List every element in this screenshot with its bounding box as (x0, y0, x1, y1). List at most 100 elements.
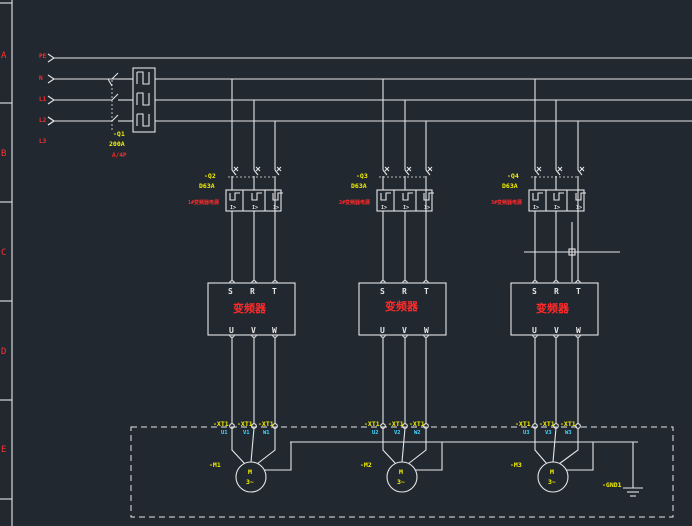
motor-phase: 3~ (397, 478, 405, 486)
terminal-block (575, 423, 581, 429)
trip-glyph (532, 192, 543, 201)
breaker-tag-q4: -Q4 (507, 172, 519, 180)
grid-row-c: C (1, 248, 6, 258)
breaker-note-q2: 1#变频器电源 (188, 199, 219, 206)
supply-arrow (47, 116, 55, 126)
breaker-rating-q3: D63A (351, 182, 367, 190)
vfd-input-t: T (576, 287, 581, 296)
breaker-contact (382, 169, 388, 176)
ground-tag: -GND1 (602, 481, 622, 489)
breaker-contact (534, 169, 540, 176)
motor-lead-u (534, 428, 548, 465)
trip-symbol: I> (554, 205, 560, 211)
motor-tag: -M3 (510, 461, 522, 469)
grid-rows: A B C D E (0, 2, 12, 500)
breaker-x (406, 166, 412, 172)
motor-symbol (235, 461, 267, 493)
breaker-contact (425, 169, 431, 176)
breaker-x (255, 166, 261, 172)
vfd-output-w: W (576, 326, 581, 335)
q1-trip-glyph (136, 71, 150, 85)
motor-lead-w (407, 428, 427, 465)
trip-symbol: I> (273, 205, 279, 211)
terminal-tag: -XT1 (237, 420, 253, 428)
vfd-2: S R T 变频器 U V W (358, 282, 447, 336)
q1-trip-glyph (136, 113, 150, 127)
trip-glyph (229, 192, 240, 201)
vfd-box (358, 282, 447, 336)
branch-breaker-labels: -Q2 D63A 1#变频器电源 -Q3 D63A 2#变频器电源 -Q4 D6… (188, 172, 522, 206)
vfd-input-s: S (380, 287, 385, 296)
motor-phase: 3~ (548, 478, 556, 486)
motor-2: -M2 M 3~ (360, 461, 418, 493)
motor-1: -M1 M 3~ (209, 461, 267, 493)
motor-lead-v (552, 427, 557, 463)
field-enclosure (130, 426, 674, 518)
grid-row-d: D (1, 347, 6, 357)
motor-lead-w (558, 428, 579, 465)
breaker-x (536, 166, 542, 172)
vfd-output-v: V (251, 326, 256, 335)
supply-label-l1: L1 (39, 96, 47, 103)
breaker-x (557, 166, 563, 172)
vfd-1: S R T 变频器 U V W (207, 282, 296, 336)
supply-labels: PE N L1 L2 L3 (39, 53, 47, 145)
motor-pe (414, 441, 486, 471)
vfd-label: 变频器 (536, 301, 570, 315)
terminal-tag: -XT1 (213, 420, 229, 428)
breaker-contact (253, 169, 259, 176)
vfd-box (510, 282, 599, 336)
breaker-x (233, 166, 239, 172)
terminal-num: W3 (565, 430, 572, 436)
motor-letter: M (399, 468, 403, 476)
supply-label-l3: L3 (39, 138, 47, 145)
motor-pe (565, 441, 638, 471)
vfd-input-r: R (554, 287, 559, 296)
main-breaker-note: A/4P (112, 152, 127, 159)
trip-glyph (575, 192, 586, 201)
terminal-num: V3 (545, 430, 552, 436)
motor-letter: M (550, 468, 554, 476)
q1-contact-arm (111, 114, 119, 122)
ground-symbol: -GND1 (602, 442, 643, 497)
terminal-block (229, 423, 235, 429)
terminal-tag: -XT1 (560, 420, 576, 428)
q1-contact-arm (111, 93, 119, 101)
trip-glyph (553, 192, 564, 201)
trip-glyph (402, 192, 413, 201)
breaker-contact (231, 169, 237, 176)
supply-label-pe: PE (39, 53, 47, 60)
breaker-x (579, 166, 585, 172)
vfd-output-w: W (272, 326, 277, 335)
breaker-x (384, 166, 390, 172)
trip-symbol: I> (424, 205, 430, 211)
vfd-input-s: S (532, 287, 537, 296)
trip-symbol: I> (230, 205, 236, 211)
trip-glyph (380, 192, 391, 201)
main-breaker-rating: 200A (109, 140, 125, 148)
motor-letter: M (248, 468, 252, 476)
terminal-num: U3 (523, 430, 530, 436)
breaker-note-q4: 3#变频器电源 (491, 199, 522, 206)
breaker-tag-q2: -Q2 (204, 172, 216, 180)
terminal-tag: -XT1 (539, 420, 555, 428)
vfd-input-s: S (228, 287, 233, 296)
breaker-note-q3: 2#变频器电源 (339, 199, 370, 206)
trip-symbol: I> (533, 205, 539, 211)
q1-trip-glyph (136, 92, 150, 106)
breaker-rating-q2: D63A (199, 182, 215, 190)
supply-arrow (47, 95, 55, 105)
drawing-frame (11, 0, 13, 526)
supply-label-n: N (39, 75, 43, 82)
breaker-x (276, 166, 282, 172)
breaker-rating-q4: D63A (502, 182, 518, 190)
terminal-num: W1 (263, 430, 270, 436)
motor-phase: 3~ (246, 478, 254, 486)
breaker-contact (577, 169, 583, 176)
crosshair-cursor[interactable] (524, 222, 620, 282)
motor-lead-u (382, 428, 397, 465)
vfd-output-u: U (380, 326, 385, 335)
motor-lead-v (250, 427, 255, 463)
terminal-tag: -XT1 (258, 420, 274, 428)
terminal-num: U2 (372, 430, 379, 436)
